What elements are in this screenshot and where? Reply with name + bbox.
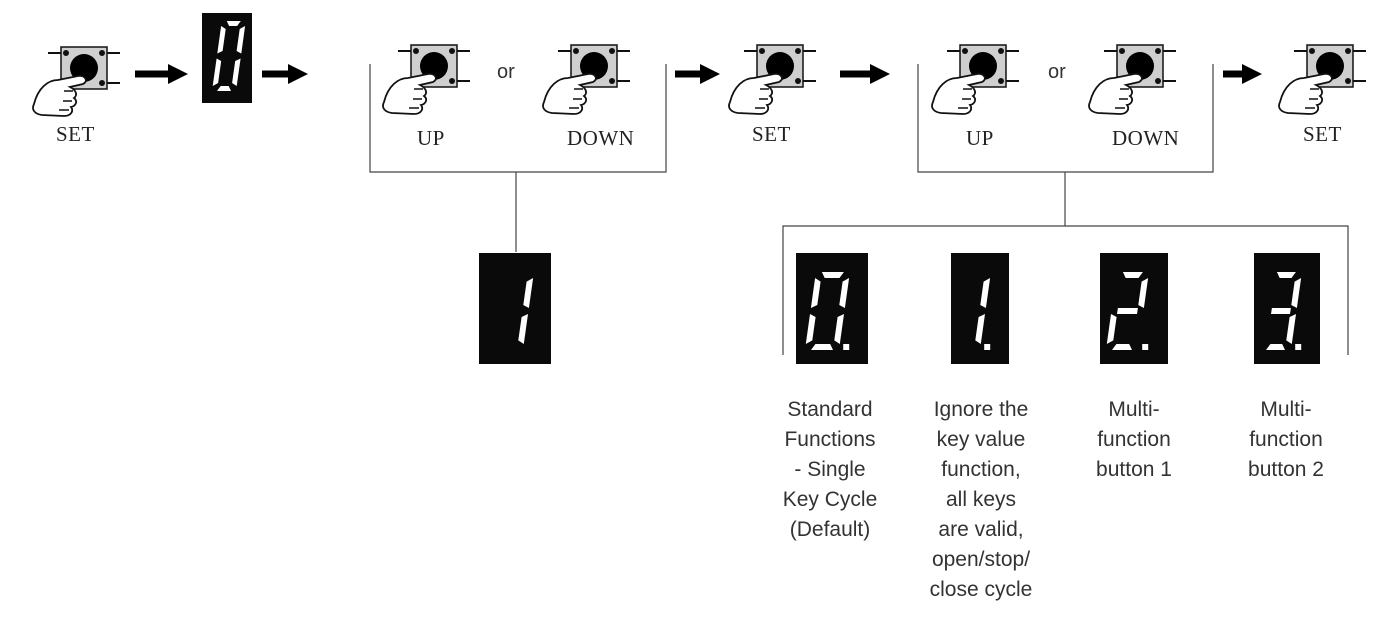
segment-f <box>810 278 821 308</box>
arrow-3 <box>675 64 720 84</box>
segment-b <box>1138 278 1149 308</box>
segment-d <box>811 344 833 350</box>
segment-e <box>1106 314 1117 344</box>
options-bracket <box>782 225 1349 355</box>
segment-c <box>518 314 528 344</box>
decimal-point <box>1142 344 1149 350</box>
segment-c <box>834 314 844 344</box>
segment-d <box>1112 344 1132 350</box>
set-button-2 <box>727 44 817 115</box>
arrow-2 <box>262 64 308 84</box>
decimal-point <box>843 344 850 350</box>
branch-display-digit <box>518 278 534 344</box>
set-label-2: SET <box>752 122 791 146</box>
segment-b <box>236 26 246 54</box>
option-digit-1 <box>975 278 991 350</box>
option-display-3 <box>1254 253 1320 364</box>
option-digit-0 <box>805 272 850 350</box>
segment-g <box>1117 308 1138 314</box>
option-digit-2 <box>1106 272 1149 350</box>
segment-a <box>821 272 844 278</box>
branch-display <box>479 253 551 364</box>
segment-b <box>980 278 991 308</box>
arrow-1 <box>135 64 188 84</box>
arrow-5 <box>1223 64 1262 84</box>
or-label-2: or <box>1048 61 1066 83</box>
down-label-1: DOWN <box>567 126 635 150</box>
up-button-2 <box>930 44 1020 115</box>
option-digit-3 <box>1266 272 1302 350</box>
start-display-digit <box>212 21 246 91</box>
down-button-2 <box>1087 44 1177 115</box>
segment-c <box>232 58 241 86</box>
option-display-2 <box>1100 253 1168 364</box>
down-label-2: DOWN <box>1112 126 1180 150</box>
segment-c <box>975 314 985 344</box>
option-display-0 <box>796 253 868 364</box>
segment-c <box>1286 314 1296 344</box>
segment-a <box>226 21 241 26</box>
decimal-point <box>984 344 991 350</box>
segment-e <box>212 58 222 86</box>
down-button-1 <box>541 44 631 115</box>
set-label-3: SET <box>1303 122 1342 146</box>
segment-e <box>805 314 816 344</box>
set-button-1 <box>31 46 121 117</box>
segment-d <box>217 86 231 91</box>
decimal-point <box>1295 344 1302 350</box>
option-display-1 <box>951 253 1009 364</box>
segment-f <box>217 26 226 54</box>
segment-b <box>523 278 534 308</box>
segment-b <box>839 278 850 308</box>
arrow-4 <box>840 64 890 84</box>
up-label-1: UP <box>417 126 445 150</box>
start-display <box>202 13 252 103</box>
set-label-1: SET <box>56 122 95 146</box>
set-button-3 <box>1277 44 1367 115</box>
group2-bracket <box>917 64 1214 226</box>
or-label-1: or <box>497 61 515 83</box>
segment-g <box>1271 308 1291 314</box>
group1-bracket <box>369 64 667 252</box>
segment-b <box>1291 278 1302 308</box>
segment-a <box>1276 272 1296 278</box>
up-button-1 <box>381 44 471 115</box>
segment-a <box>1122 272 1143 278</box>
up-label-2: UP <box>966 126 994 150</box>
segment-d <box>1266 344 1285 350</box>
